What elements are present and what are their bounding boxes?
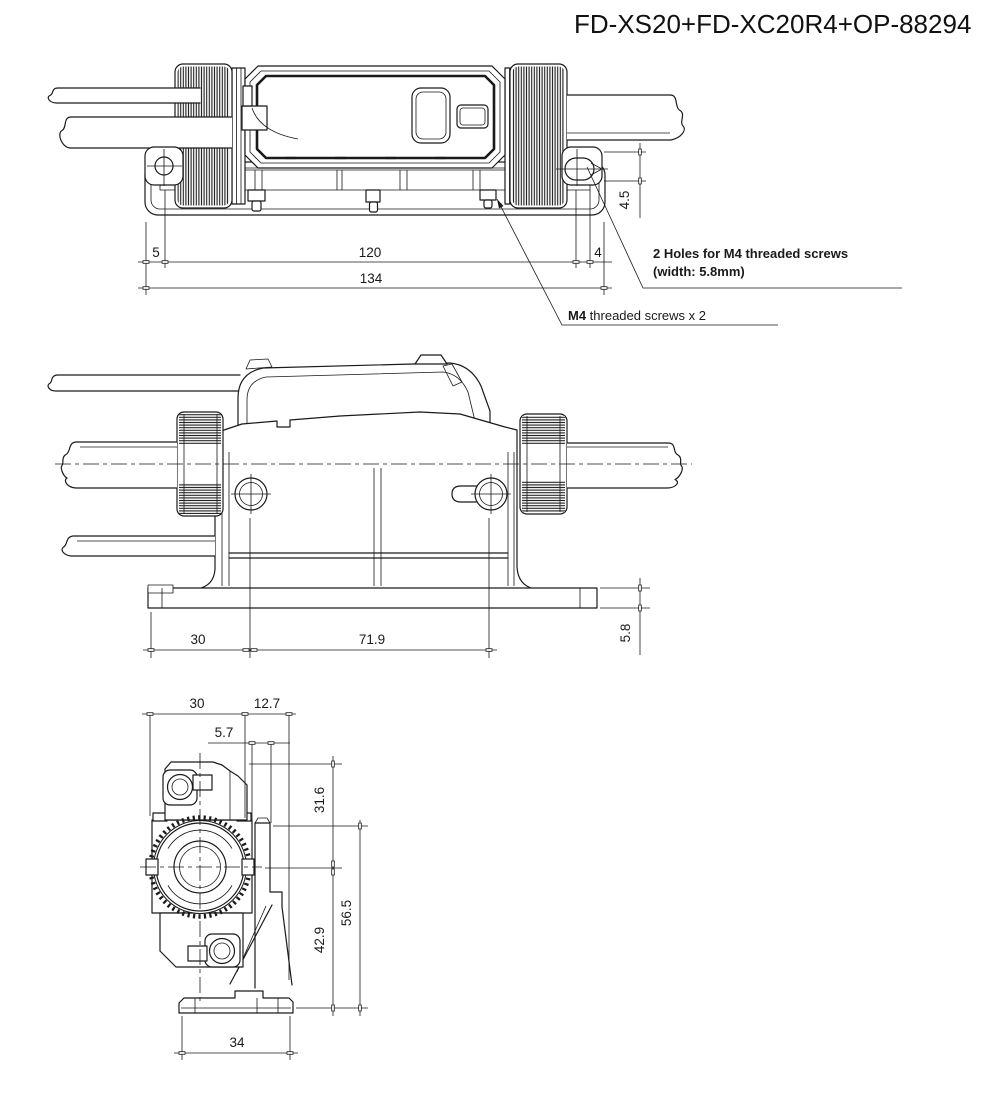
sensor-body (241, 65, 506, 169)
dim-71-9-label: 71.9 (359, 632, 385, 647)
holes-note-line2: (width: 5.8mm) (653, 264, 745, 279)
carry-handle (237, 354, 491, 426)
dim-5-label: 5 (152, 245, 160, 260)
key-button (456, 104, 489, 129)
dim-12-7-label: 12.7 (254, 696, 280, 711)
clamp-screw-bottom (208, 937, 236, 965)
tube-mid-left (60, 441, 178, 489)
holes-note-line1: 2 Holes for M4 threaded screws (653, 246, 848, 261)
dim-34-label: 34 (229, 1035, 245, 1050)
m4-screw (365, 189, 381, 213)
screws-note-text: M4 threaded screws x 2 (568, 308, 706, 323)
face-screw-right (451, 474, 511, 514)
tube-left-thin (47, 87, 201, 104)
m4-screw (247, 189, 266, 212)
side-view-dimensions: 30 12.7 5.7 31.6 42.9 56.5 (142, 696, 368, 1060)
top-view-dimensions: 5 120 4 134 4.5 (138, 143, 646, 295)
dim-31-6-label: 31.6 (312, 787, 327, 813)
display-window (411, 87, 451, 144)
dim-30-label: 30 (190, 632, 205, 647)
mounting-ear-left (144, 146, 184, 186)
dim-4-5-label: 4.5 (617, 191, 632, 210)
drawing-title: FD-XS20+FD-XC20R4+OP-88294 (574, 9, 972, 39)
dim-4-label: 4 (594, 245, 602, 260)
tube-right-front (566, 442, 683, 489)
dim-134-label: 134 (360, 271, 383, 286)
tube-lower-left (61, 535, 216, 557)
dim-120-label: 120 (359, 245, 382, 260)
lower-block (159, 912, 244, 968)
leader-arrow (497, 199, 504, 209)
tube-right (566, 94, 685, 141)
base-plate (147, 584, 598, 609)
dim-42-9-label: 42.9 (312, 927, 327, 953)
front-view: 30 71.9 5.8 (47, 354, 692, 658)
sensor-body-front (196, 411, 535, 590)
knurled-nut-right (509, 63, 568, 209)
front-view-dimensions: 30 71.9 5.8 (143, 518, 650, 658)
dim-30-side-label: 30 (189, 696, 204, 711)
clamp-screw-top (166, 773, 194, 801)
face-screw-left (231, 474, 271, 514)
screws-note: M4 threaded screws x 2 (496, 198, 778, 326)
holes-note: 2 Holes for M4 threaded screws (width: 5… (586, 166, 902, 289)
mounting-ear-right (556, 146, 608, 186)
dim-5-7-label: 5.7 (215, 725, 234, 740)
dim-56-5-label: 56.5 (339, 900, 354, 926)
upper-block (162, 761, 248, 821)
dim-5-8-label: 5.8 (618, 624, 633, 643)
tube-top (47, 374, 241, 392)
top-view: 5 120 4 134 4.5 2 Holes for M4 threaded … (47, 63, 902, 326)
tube-left-thick (59, 116, 233, 149)
m4-screw (479, 189, 497, 209)
side-view: 30 12.7 5.7 31.6 42.9 56.5 (140, 696, 368, 1060)
bracket-foot (178, 990, 294, 1014)
